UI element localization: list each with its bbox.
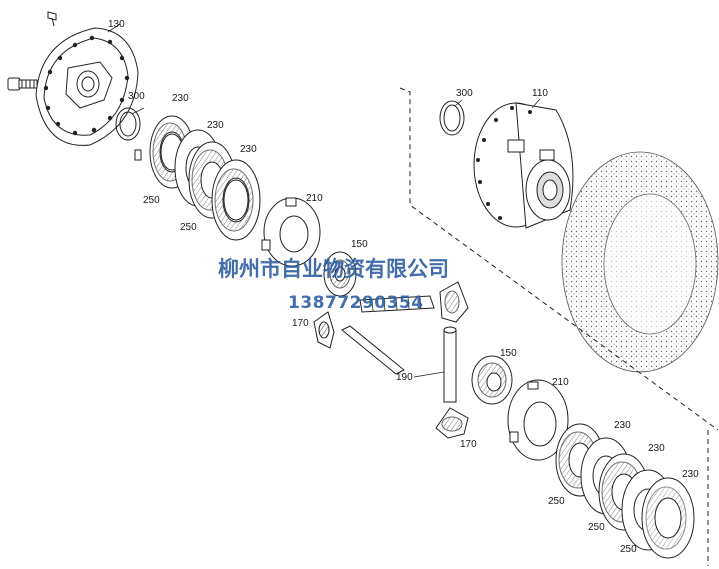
side-gear-150-top — [323, 251, 357, 297]
callout-300-left: 300 — [128, 91, 145, 102]
callout-210-top: 210 — [306, 193, 323, 204]
snap-ring-300-right — [439, 100, 465, 136]
callout-130: 130 — [108, 19, 125, 30]
clutch-stack-upper — [134, 115, 261, 241]
thrust-ring-210-bottom — [507, 379, 569, 461]
callout-230-d: 230 — [614, 420, 631, 431]
plate-230-b — [211, 159, 261, 241]
callout-110: 110 — [532, 88, 548, 99]
cross-shaft-190 — [341, 325, 457, 403]
callout-170-top: 170 — [292, 318, 309, 329]
snap-ring-300-left — [115, 107, 141, 141]
assembly-guide-dashed — [399, 87, 719, 566]
callout-250-c: 250 — [548, 496, 565, 507]
callout-230-f: 230 — [682, 469, 699, 480]
callout-230-b: 230 — [207, 120, 224, 131]
spline-shaft — [359, 295, 435, 313]
thrust-ring-210-top — [261, 197, 321, 267]
differential-housing-110 — [473, 102, 574, 229]
callout-150-top: 150 — [351, 239, 368, 250]
pinion-170-top — [313, 311, 335, 349]
callout-230-c: 230 — [240, 144, 257, 155]
flange-130 — [35, 27, 139, 146]
leader-lines — [107, 23, 541, 115]
callout-250-b: 250 — [180, 222, 197, 233]
callout-210-bottom: 210 — [552, 377, 569, 388]
callout-230-a: 230 — [172, 93, 189, 104]
bolt-small — [47, 11, 57, 27]
callout-230-e: 230 — [648, 443, 665, 454]
watermark-company: 柳州市自业物资有限公司 — [218, 257, 449, 281]
plate-230-f — [641, 477, 695, 559]
callout-150-bottom: 150 — [500, 348, 517, 359]
callout-190: 190 — [396, 372, 413, 383]
callout-170-bottom: 170 — [460, 439, 477, 450]
bolt-large — [7, 77, 38, 91]
side-gear-150-bottom — [471, 355, 513, 405]
leader-190 — [413, 371, 445, 378]
callout-250-d: 250 — [588, 522, 605, 533]
center-pinion — [439, 281, 469, 323]
callout-250-e: 250 — [620, 544, 637, 555]
clutch-stack-lower — [555, 423, 695, 559]
callout-300-right: 300 — [456, 88, 473, 99]
callout-250-a: 250 — [143, 195, 160, 206]
watermark-phone: 13877290354 — [288, 293, 424, 313]
pinion-170-bottom — [435, 407, 469, 439]
ring-gear — [561, 151, 719, 373]
